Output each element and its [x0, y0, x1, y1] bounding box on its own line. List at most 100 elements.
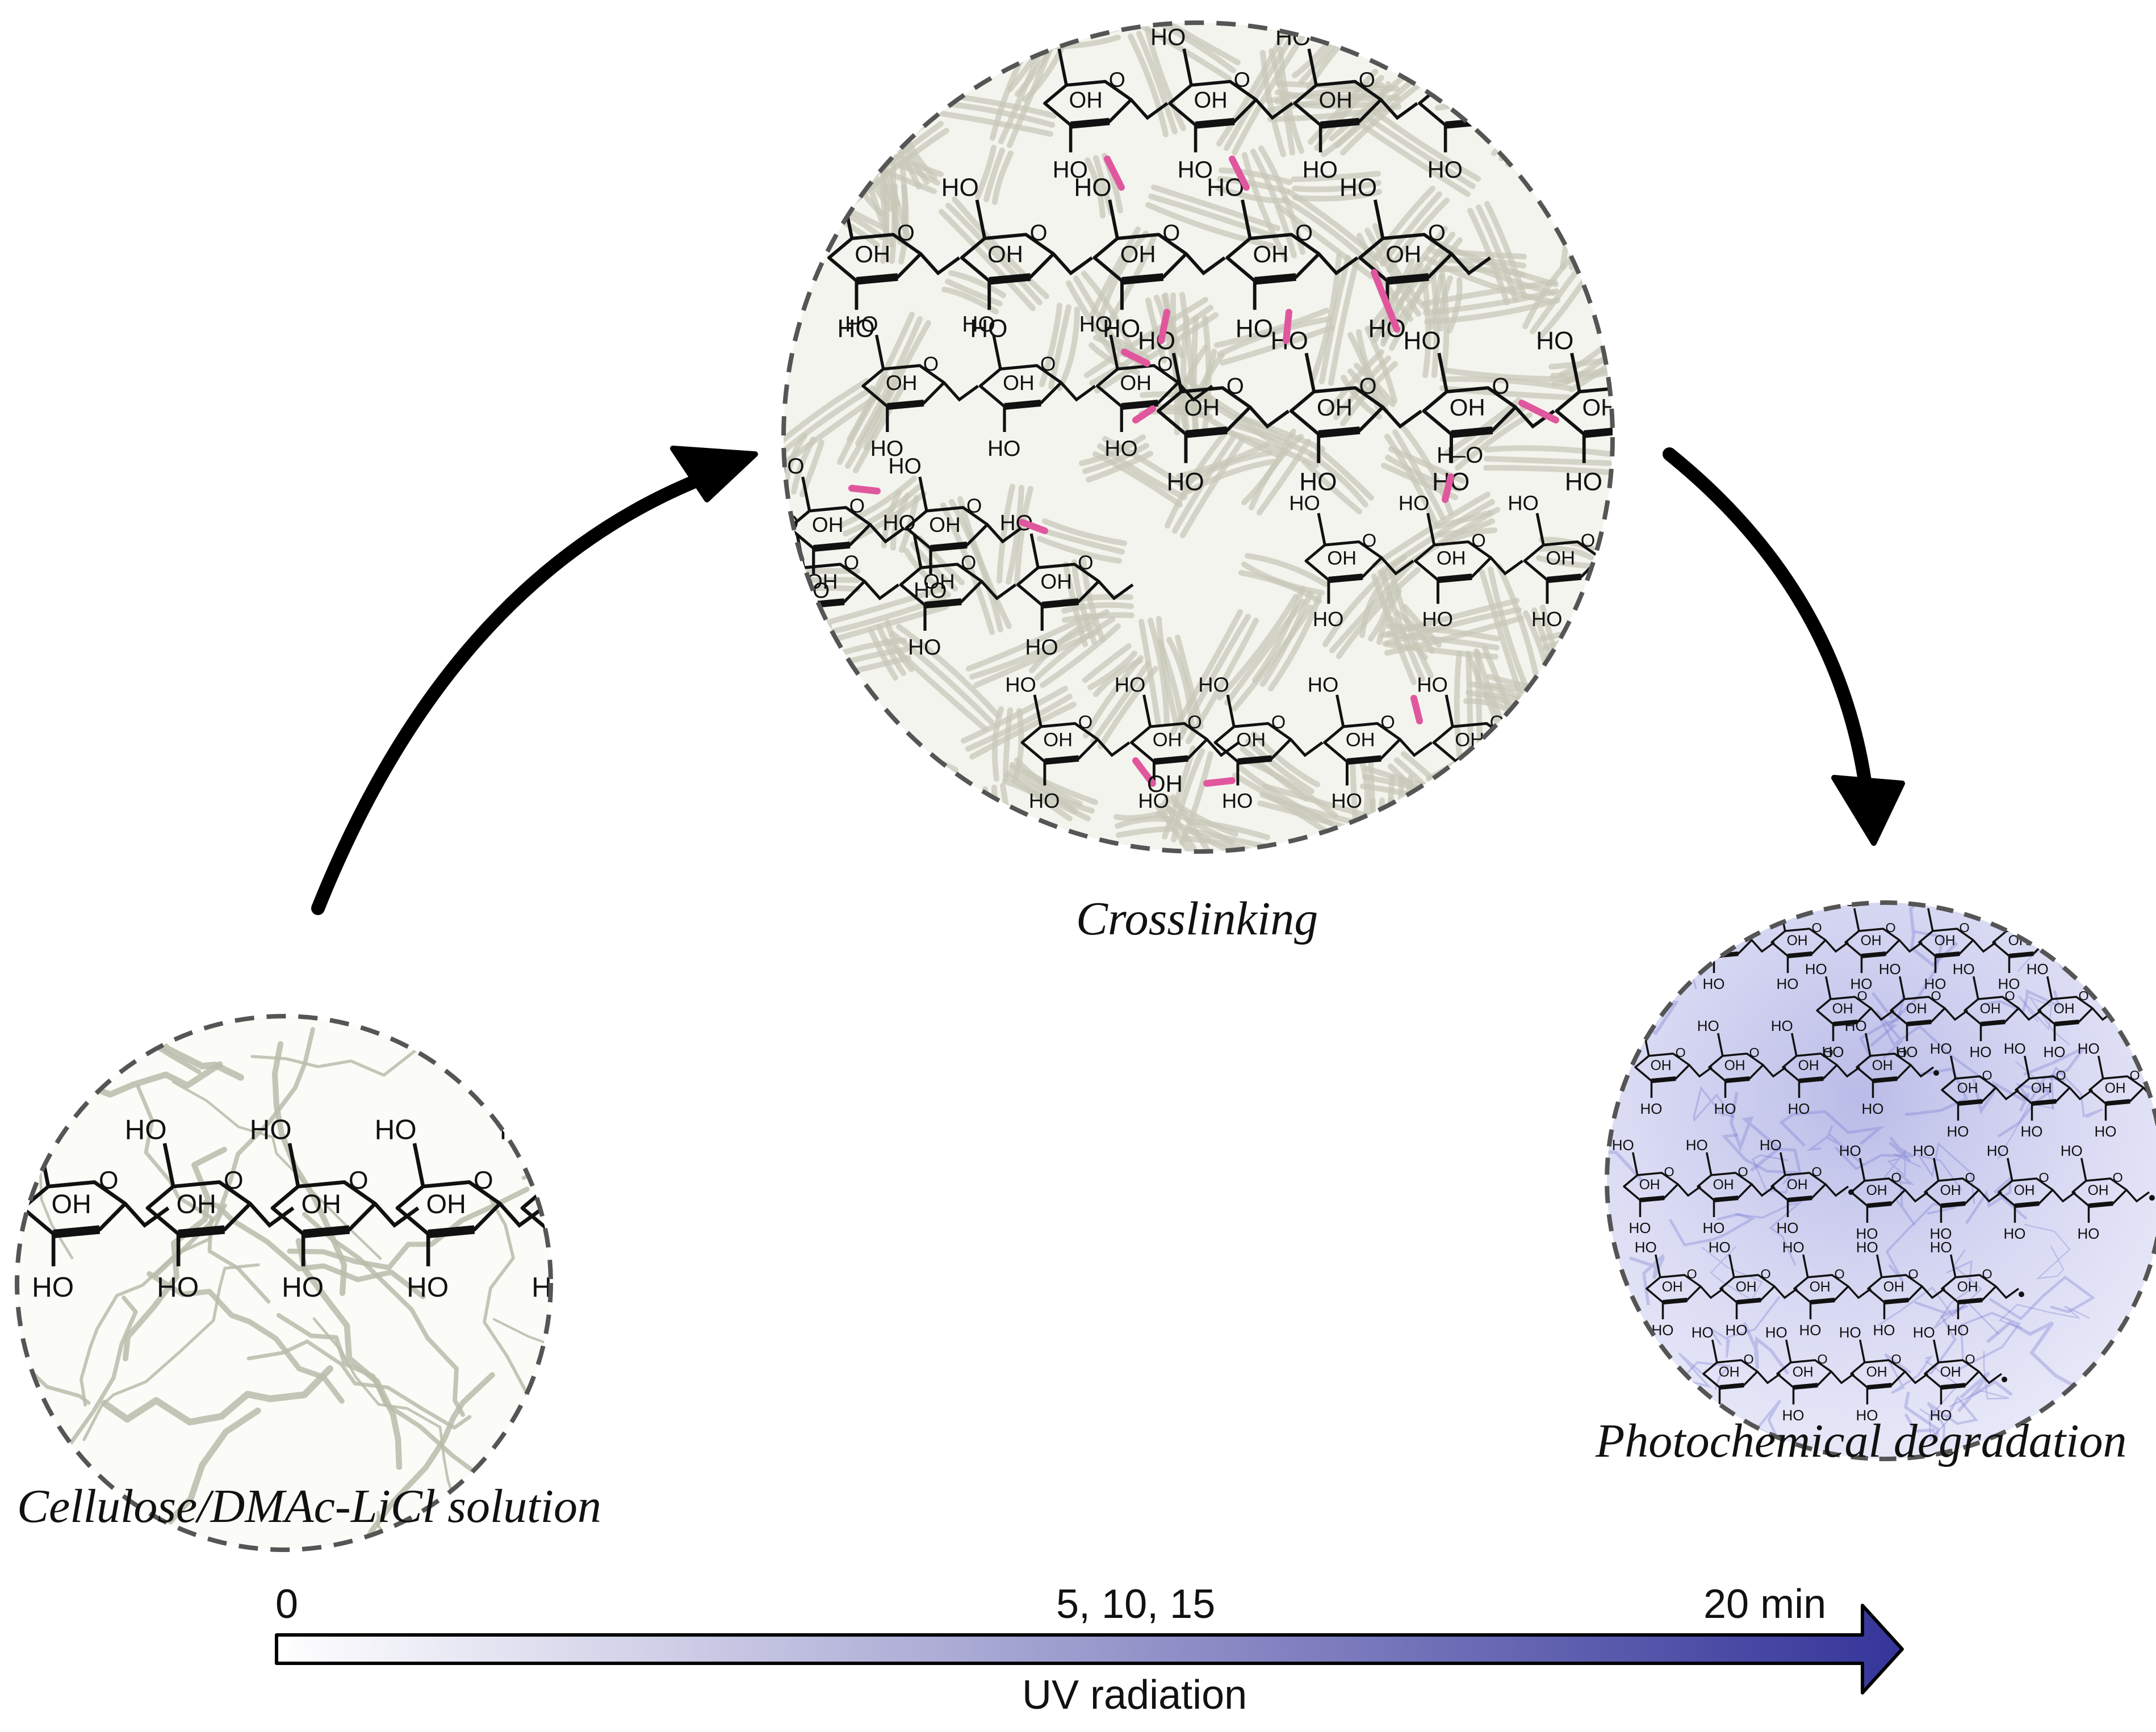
fiber-hatch	[1435, 86, 1521, 93]
fiber-strand	[287, 1186, 530, 1270]
timeline-axis-label: UV radiation	[1022, 1672, 1247, 1718]
degraded-fragments: HOOHHOOHOOHHOOHOOHHOOHOOHHOOHOOHHOOHOOHH…	[1612, 903, 2156, 1424]
degradation-vein	[1730, 1092, 1782, 1172]
fiber-hatch	[1292, 189, 1382, 202]
caption-crosslinking: Crosslinking	[1076, 892, 1318, 945]
fiber-hatch	[1448, 23, 1494, 99]
fiber-hatch	[1396, 775, 1404, 852]
svg-text:HO: HO	[1851, 975, 1873, 992]
fiber-strand	[521, 1033, 551, 1180]
fiber-hatch	[1429, 274, 1444, 330]
fiber-hatch	[1232, 773, 1329, 834]
svg-text:HO: HO	[1025, 635, 1058, 660]
degradation-vein	[1708, 1295, 1781, 1358]
degradation-vein	[1914, 1301, 1968, 1375]
svg-text:HO: HO	[1856, 1407, 1878, 1424]
fiber-hatch	[1079, 434, 1146, 466]
fiber-hatch	[806, 23, 916, 85]
fiber-hatch	[1558, 41, 1571, 179]
svg-text:HO: HO	[1788, 1100, 1810, 1117]
fiber-hatch	[1175, 635, 1204, 729]
fiber-hatch	[1392, 429, 1446, 521]
svg-text:HO: HO	[1692, 1324, 1714, 1341]
fiber-hatch	[1491, 61, 1565, 156]
fiber-hatch	[784, 378, 870, 453]
svg-text:OH: OH	[551, 1189, 591, 1219]
fiber-hatch	[1447, 277, 1463, 333]
fiber-hatch	[1362, 124, 1471, 197]
fiber-hatch	[1441, 367, 1573, 382]
svg-text:OH: OH	[1043, 729, 1073, 751]
fiber-hatch	[843, 484, 922, 536]
svg-text:HO: HO	[1652, 1322, 1674, 1339]
fiber-hatch	[1479, 569, 1527, 708]
hydrogen-bond	[1518, 400, 1559, 423]
fiber-hatch	[1087, 651, 1137, 690]
fiber-hatch	[1569, 166, 1580, 270]
fiber-hatch	[1440, 376, 1572, 391]
svg-text:OH: OH	[1444, 88, 1477, 113]
svg-text:O: O	[1965, 1170, 1975, 1185]
svg-text:OH: OH	[2014, 1183, 2035, 1198]
fiber-hatch	[1151, 184, 1280, 231]
svg-text:HO: HO	[1970, 1043, 1992, 1060]
svg-text:OH: OH	[1940, 1365, 1961, 1380]
svg-text:O: O	[966, 495, 982, 517]
degradation-vein	[2150, 1420, 2156, 1456]
svg-text:O: O	[961, 552, 976, 574]
fiber-hatch	[1260, 50, 1286, 157]
fiber-hatch	[863, 23, 911, 54]
degradation-vein	[2111, 903, 2151, 942]
svg-text:HO: HO	[1703, 975, 1725, 992]
hydrogen-bond	[1104, 156, 1125, 191]
fiber-hatch	[1148, 194, 1278, 240]
fiber-hatch	[1093, 658, 1143, 697]
svg-text:O: O	[1271, 711, 1286, 732]
degradation-vein	[2024, 1223, 2071, 1280]
fiber-hatch	[884, 638, 988, 732]
svg-text:OH: OH	[1935, 933, 1956, 949]
svg-text:OH: OH	[1906, 1001, 1927, 1017]
svg-text:HO: HO	[1686, 1137, 1708, 1154]
fiber-hatch	[948, 270, 1006, 298]
svg-text:O: O	[1818, 1352, 1828, 1366]
svg-text:O: O	[1484, 68, 1500, 91]
svg-text:HO: HO	[1709, 1239, 1731, 1256]
svg-text:OH: OH	[1940, 1183, 1961, 1198]
fiber-hatch	[1010, 762, 1098, 805]
fiber-hatch	[1240, 746, 1309, 802]
fiber-hatch	[1578, 164, 1610, 256]
radical-dot	[2002, 1377, 2007, 1382]
fiber-hatch	[961, 686, 1068, 744]
degradation-vein	[1806, 1125, 1864, 1166]
svg-text:O: O	[1744, 1352, 1754, 1366]
svg-text:O: O	[849, 495, 865, 517]
svg-text:HO: HO	[1856, 1239, 1878, 1256]
svg-text:OH: OH	[1120, 371, 1152, 395]
fiber-hatch	[845, 799, 898, 852]
svg-text:HO: HO	[1531, 607, 1563, 631]
fiber-hatch	[899, 43, 964, 72]
svg-text:HO: HO	[500, 1114, 542, 1145]
svg-text:HO: HO	[1138, 327, 1175, 355]
fiber-hatch	[1536, 555, 1592, 569]
svg-text:OH: OH	[1980, 1001, 2001, 1017]
degradation-vein	[1693, 1086, 1736, 1122]
svg-text:HO: HO	[1029, 789, 1060, 812]
fiber-hatch	[1183, 836, 1266, 852]
svg-text:HO: HO	[845, 312, 878, 337]
svg-text:HO: HO	[1150, 24, 1186, 51]
svg-text:O: O	[1109, 68, 1125, 91]
radical-dot	[2149, 1195, 2155, 1201]
svg-text:O: O	[349, 1167, 369, 1194]
svg-text:OH: OH	[426, 1189, 466, 1219]
svg-text:OH: OH	[2031, 1081, 2052, 1096]
